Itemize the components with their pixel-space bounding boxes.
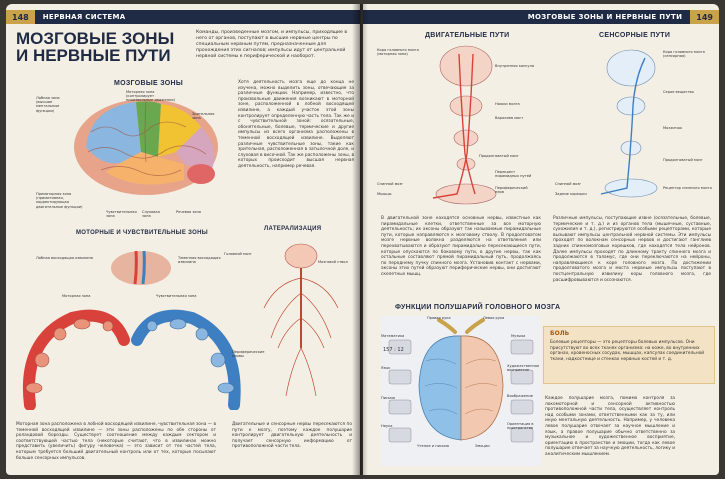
label-language: Язык <box>381 366 391 370</box>
label-premotor-zone: Премоторная зона (примитивная, корректир… <box>36 192 83 209</box>
label-parietal-gyrus: Теменная восходящая извилина <box>178 256 221 265</box>
book-gutter <box>352 4 368 475</box>
label-motor-zone-2: Моторная зона <box>62 294 91 298</box>
page-number-left: 148 <box>6 10 35 24</box>
label-lat-spinal: Мозговой ствол <box>318 260 348 264</box>
page-title: МОЗГОВЫЕ ЗОНЫ И НЕРВНЫЕ ПУТИ <box>16 29 175 65</box>
section-title-left: НЕРВНАЯ СИСТЕМА <box>42 13 126 21</box>
intro-text: Команды, произведенные мозгом, и импульс… <box>196 30 348 59</box>
left-header: 148 НЕРВНАЯ СИСТЕМА <box>6 10 360 24</box>
label-muscle: Мышцы <box>377 192 392 196</box>
homunculus-caption: Моторная зона расположена в лобной восхо… <box>16 422 216 461</box>
label-ganglion: Задние корешки <box>555 192 587 196</box>
brain-zones-heading: МОЗГОВЫЕ ЗОНЫ <box>114 80 184 87</box>
label-peduncle: Ножки мозга <box>495 102 520 106</box>
hemispheres-text: Каждое полушарие мозга, помимо контроля … <box>545 396 675 457</box>
brain-zones-text: Хотя деятельность мозга еще до конца не … <box>238 80 354 169</box>
hemispheres-illustration <box>381 316 541 466</box>
motor-sensory-small-brain <box>111 250 171 285</box>
label-motor-spinal: Спинной мозг <box>377 182 404 186</box>
motor-pathway-diagram <box>432 45 497 205</box>
label-brainstem: Мозжечок <box>663 126 683 130</box>
label-frontal-zone: Лобная зона (высшие ментальные функции) <box>36 96 60 113</box>
left-page: 148 НЕРВНАЯ СИСТЕМА МОЗГОВЫЕ ЗОНЫ И НЕРВ… <box>6 4 360 475</box>
label-imagination: Воображение <box>507 394 533 398</box>
label-hearing-zone: Слуховая зона <box>142 210 160 219</box>
label-peripheral-nerve: Периферический нерв <box>495 186 528 195</box>
label-frontal-gyrus: Лобная восходящая извилина <box>36 256 94 260</box>
label-science: Наука <box>381 424 393 428</box>
label-motor-cortex: Кора головного мозга (моторная зона) <box>377 48 419 57</box>
label-lat-brain: Головной мозг <box>224 252 252 256</box>
sensory-paths-text: Различные импульсы, поступающие извне (о… <box>553 216 711 283</box>
label-sensory-cortex: Кора головного мозга (сенсорная) <box>663 50 705 59</box>
label-lat-peripheral: Периферические нервы <box>232 350 265 359</box>
lateralization-caption: Двигательные и сенсорные нервы пересекаю… <box>232 422 352 450</box>
label-speech-zone: Речевая зона <box>176 210 201 214</box>
label-left-hand: Левая рука <box>483 316 505 320</box>
pain-box-text: Болевые рецепторы — это рецепторы болевы… <box>550 340 705 362</box>
motor-paths-heading: ДВИГАТЕЛЬНЫЕ ПУТИ <box>425 32 510 39</box>
label-writing: Письмо <box>381 396 396 400</box>
label-pyramidal-crossing: Перекрест пирамидных путей <box>495 170 532 179</box>
pain-box: БОЛЬ Болевые рецепторы — это рецепторы б… <box>543 326 715 384</box>
lateralization-heading: ЛАТЕРАЛИЗАЦИЯ <box>264 226 322 232</box>
homunculus-illustration <box>23 309 241 410</box>
label-motor-zone: Моторная зона (контролирует произвольные… <box>126 90 175 103</box>
page-number-right: 149 <box>690 10 719 24</box>
label-visual-zone: Зрительная зона <box>192 112 215 121</box>
label-sensory-medulla: Продолговатый мозг <box>663 158 703 162</box>
label-reading: Чтение и письмо <box>417 444 449 448</box>
label-medulla: Продолговатый мозг <box>479 154 519 158</box>
motor-paths-text: В двигательной зоне находятся основные н… <box>381 216 541 277</box>
label-orientation: Ориентация в пространстве <box>507 422 534 431</box>
label-right-hand: Правая рука <box>427 316 451 320</box>
pain-box-title: БОЛЬ <box>550 330 570 337</box>
label-pons: Варолиев мост <box>495 116 524 120</box>
sensory-paths-heading: СЕНСОРНЫЕ ПУТИ <box>599 32 671 39</box>
right-header: МОЗГОВЫЕ ЗОНЫ И НЕРВНЫЕ ПУТИ 149 <box>363 10 719 24</box>
sensory-pathway-diagram <box>600 49 658 198</box>
label-receptor: Рецептор спинного мозга <box>663 186 712 190</box>
label-sensitive-zone: Чувствительная зона <box>106 210 137 219</box>
hemispheres-heading: ФУНКЦИИ ПОЛУШАРИЙ ГОЛОВНОГО МОЗГА <box>395 304 561 311</box>
label-sensory-spinal: Спинной мозг <box>555 182 582 186</box>
label-emotion: Эмоции <box>475 444 490 448</box>
right-page: МОЗГОВЫЕ ЗОНЫ И НЕРВНЫЕ ПУТИ 149 ДВИГАТЕ… <box>363 4 719 475</box>
label-sensory-zone-2: Чувствительная зона <box>156 294 197 298</box>
brain-zones-illustration <box>74 99 218 195</box>
section-title-right: МОЗГОВЫЕ ЗОНЫ И НЕРВНЫЕ ПУТИ <box>527 13 683 21</box>
lateralization-figure <box>263 243 339 397</box>
label-internal-capsule: Внутренняя капсула <box>495 64 535 68</box>
label-math: Математика <box>381 334 405 338</box>
label-art: Художественное восприятие <box>507 364 540 373</box>
label-numbers: 157 : 12 <box>383 347 404 353</box>
label-music: Музыка <box>511 334 526 338</box>
motor-sensory-heading: МОТОРНЫЕ И ЧУВСТВИТЕЛЬНЫЕ ЗОНЫ <box>76 230 208 236</box>
label-thalamus: Серое вещество <box>663 90 694 94</box>
